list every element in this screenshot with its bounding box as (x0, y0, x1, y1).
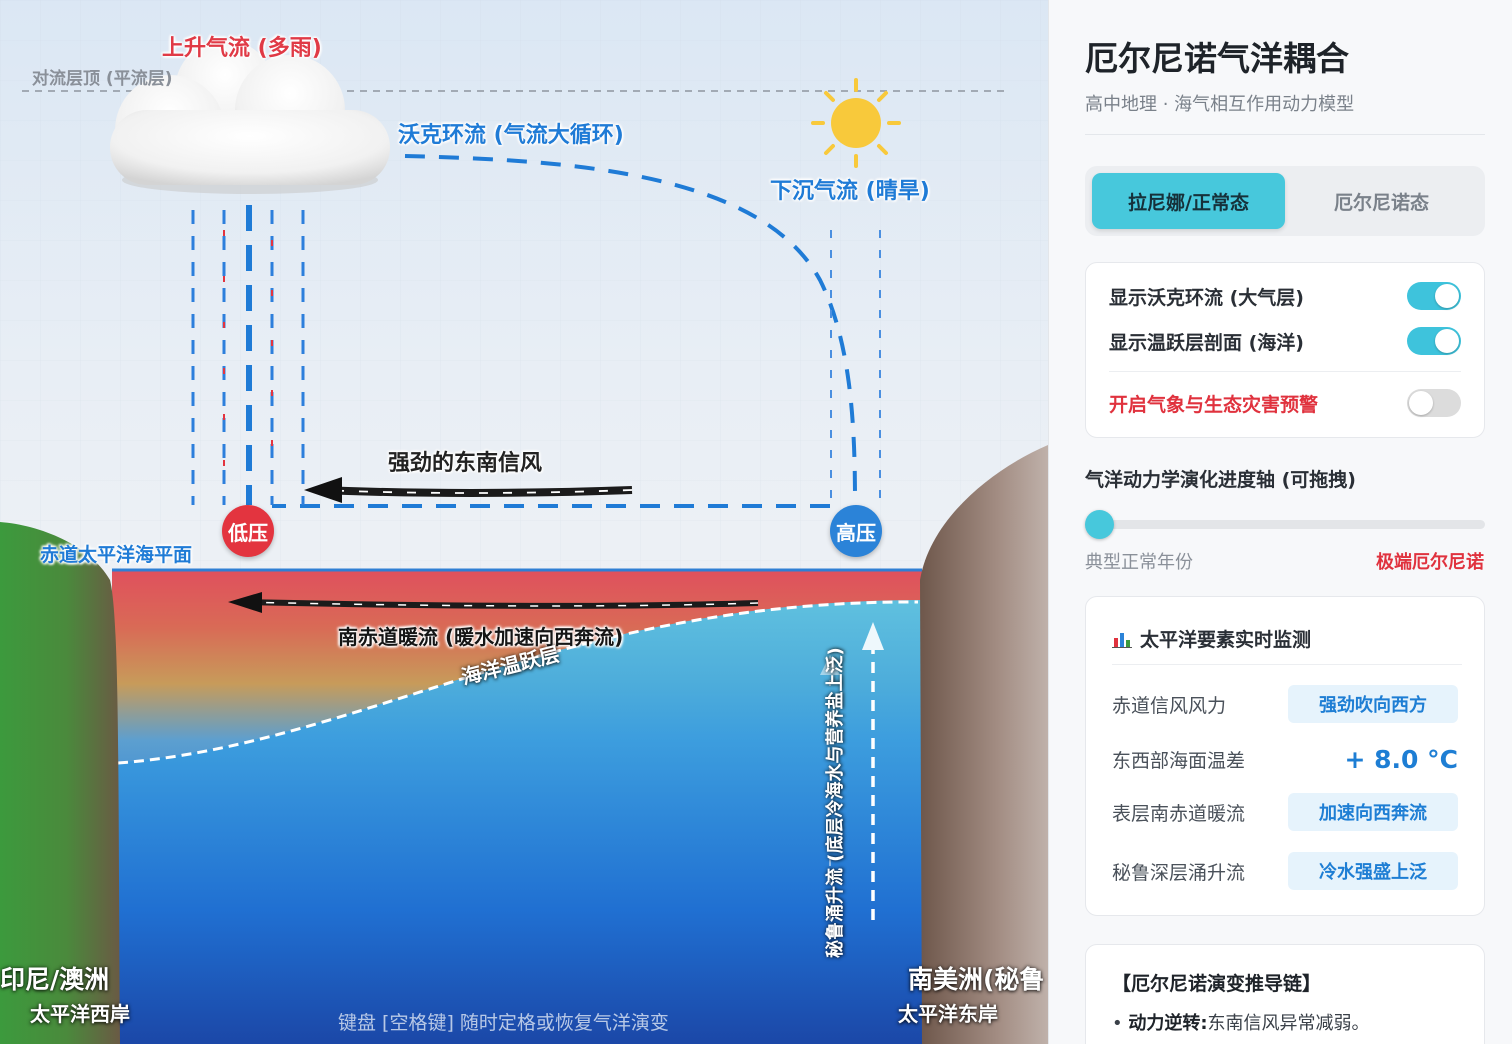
monitor-row: 东西部海面温差 + 8.0 °C (1112, 740, 1458, 778)
slider-title: 气洋动力学演化进度轴 (可拖拽) (1085, 469, 1356, 491)
switch-knob (1435, 329, 1459, 353)
monitor-value-upwelling: 冷水强盛上泛 (1288, 852, 1458, 890)
ocean-current-label: 南赤道暖流 (暖水加速向西奔流) (338, 625, 624, 649)
mode-elnino-button[interactable]: 厄尔尼诺态 (1333, 191, 1429, 214)
scene-graphics (0, 0, 1048, 1044)
monitor-label-sst-diff: 东西部海面温差 (1112, 749, 1246, 772)
monitor-value-sst-diff: + 8.0 °C (1344, 744, 1459, 774)
chain-item-head: 动力逆转: (1128, 1013, 1208, 1034)
cloud-icon (110, 40, 390, 194)
mode-switch: 拉尼娜/正常态 厄尔尼诺态 (1085, 166, 1485, 236)
monitor-label-current: 表层南赤道暖流 (1112, 802, 1246, 825)
monitor-row: 秘鲁深层涌升流 冷水强盛上泛 (1112, 852, 1458, 890)
panel-title: 厄尔尼诺气洋耦合 (1085, 39, 1349, 78)
toggle-row-thermocline: 显示温跃层剖面 (海洋) (1109, 323, 1461, 359)
rising-air-label: 上升气流 (多雨) (162, 36, 322, 61)
panel-subtitle: 高中地理 · 海气相互作用动力模型 (1085, 94, 1355, 115)
warning-toggle-switch[interactable] (1407, 389, 1461, 417)
thermocline-toggle-switch[interactable] (1407, 327, 1461, 355)
divider (1085, 134, 1485, 135)
chain-item: • 动力逆转:东南信风异常减弱。 (1112, 1013, 1370, 1034)
walker-toggle-switch[interactable] (1407, 282, 1461, 310)
east-coast-label: 太平洋东岸 (898, 1002, 998, 1026)
west-coast-label: 太平洋西岸 (30, 1002, 130, 1026)
trade-wind-label: 强劲的东南信风 (388, 451, 543, 476)
monitor-value-trade-wind: 强劲吹向西方 (1288, 685, 1458, 723)
sinking-air-label: 下沉气流 (晴旱) (770, 179, 930, 204)
walker-circulation-label: 沃克环流 (气流大循环) (398, 123, 624, 148)
monitor-title-text: 太平洋要素实时监测 (1140, 629, 1312, 651)
chain-item-body: 东南信风异常减弱。 (1207, 1013, 1370, 1034)
ocean-atmosphere-scene: 对流层顶 (平流层) 上升气流 (多雨) 沃克环流 (气流大循环) 下沉气流 (… (0, 0, 1048, 1044)
switch-knob (1409, 391, 1433, 415)
tropopause-label: 对流层顶 (平流层) (32, 69, 173, 89)
low-pressure-badge: 低压 (222, 505, 274, 557)
slider-min-label: 典型正常年份 (1085, 552, 1193, 573)
toggle-separator (1109, 371, 1461, 372)
derivation-chain-card: 【厄尔尼诺演变推导链】 • 动力逆转:东南信风异常减弱。 (1085, 944, 1485, 1044)
toggle-label-walker: 显示沃克环流 (大气层) (1109, 286, 1304, 309)
monitor-card: 太平洋要素实时监测 赤道信风风力 强劲吹向西方 东西部海面温差 + 8.0 °C… (1085, 596, 1485, 916)
monitor-title: 太平洋要素实时监测 (1112, 625, 1311, 652)
chain-title: 【厄尔尼诺演变推导链】 (1112, 973, 1322, 995)
monitor-row: 表层南赤道暖流 加速向西奔流 (1112, 793, 1458, 831)
high-pressure-badge: 高压 (830, 505, 882, 557)
monitor-separator (1112, 664, 1462, 665)
slider-thumb[interactable] (1085, 510, 1114, 539)
east-landmass-label: 南美洲(秘鲁 (908, 965, 1045, 994)
sun-icon (811, 78, 901, 168)
monitor-label-upwelling: 秘鲁深层涌升流 (1112, 861, 1246, 884)
toggle-row-walker: 显示沃克环流 (大气层) (1109, 278, 1461, 314)
keyboard-hint: 键盘 [空格键] 随时定格或恢复气洋演变 (338, 1012, 669, 1034)
bar-chart-icon (1112, 632, 1132, 648)
display-toggles: 显示沃克环流 (大气层) 显示温跃层剖面 (海洋) 开启气象与生态灾害预警 (1085, 262, 1485, 438)
evolution-slider[interactable] (1085, 510, 1485, 539)
switch-knob (1435, 284, 1459, 308)
mode-normal-button[interactable]: 拉尼娜/正常态 (1092, 173, 1285, 229)
control-panel: 厄尔尼诺气洋耦合 高中地理 · 海气相互作用动力模型 拉尼娜/正常态 厄尔尼诺态… (1048, 0, 1512, 1044)
monitor-row: 赤道信风风力 强劲吹向西方 (1112, 685, 1458, 723)
monitor-label-trade-wind: 赤道信风风力 (1112, 694, 1227, 717)
sea-level-label: 赤道太平洋海平面 (40, 544, 193, 566)
west-landmass-label: 印尼/澳洲 (0, 965, 110, 994)
toggle-label-thermocline: 显示温跃层剖面 (海洋) (1109, 331, 1304, 354)
toggle-row-warning: 开启气象与生态灾害预警 (1109, 385, 1461, 421)
monitor-value-current: 加速向西奔流 (1288, 793, 1458, 831)
upwelling-label: 秘鲁涌升流 (底层冷海水与营养盐上泛) (825, 647, 846, 958)
slider-max-label: 极端厄尔尼诺 (1376, 552, 1484, 573)
toggle-label-warning: 开启气象与生态灾害预警 (1109, 393, 1319, 416)
